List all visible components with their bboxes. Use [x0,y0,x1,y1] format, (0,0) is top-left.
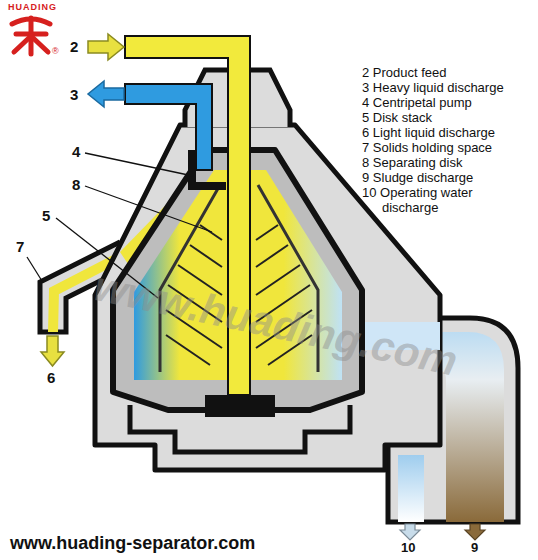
legend-entry: 5 Disk stack [362,111,432,126]
water-channel [398,455,424,522]
legend-entry: 4 Centripetal pump [362,96,472,111]
callout-number: 8 [72,176,80,193]
callout-number: 3 [70,86,78,103]
bowl-base [130,405,350,452]
legend-entry: 6 Light liquid discharge [362,126,495,141]
logo-symbol [12,18,50,54]
sludge-arrow [465,524,485,540]
legend-entry: 10 Operating water discharge [362,186,512,216]
feed-arrow [88,34,124,60]
callout-number: 4 [72,143,80,160]
registered-mark: ® [52,46,59,56]
light-liquid-arrow [41,336,64,366]
callout-number: 7 [16,238,24,255]
callout-number: 5 [42,207,50,224]
heavy-liquid-pipe [125,84,212,170]
centripetal-pump [188,150,226,190]
callout-number: 10 [401,541,415,556]
spindle [205,395,275,417]
callout-number: 6 [47,369,55,386]
legend-entry: 9 Sludge discharge [362,171,473,186]
logo-text: HUADING [8,2,57,12]
callout-number: 9 [471,541,478,556]
heavy-liquid-arrow [88,81,124,107]
website-url: www.huading-separator.com [10,533,255,554]
feed-pipe [125,36,250,395]
legend-entry: 7 Solids holding space [362,141,492,156]
legend-entry: 8 Separating disk [362,156,462,171]
legend-entry: 2 Product feed [362,66,447,81]
callout-number: 2 [70,38,78,55]
legend-entry: 3 Heavy liquid discharge [362,81,504,96]
water-arrow [400,524,420,540]
